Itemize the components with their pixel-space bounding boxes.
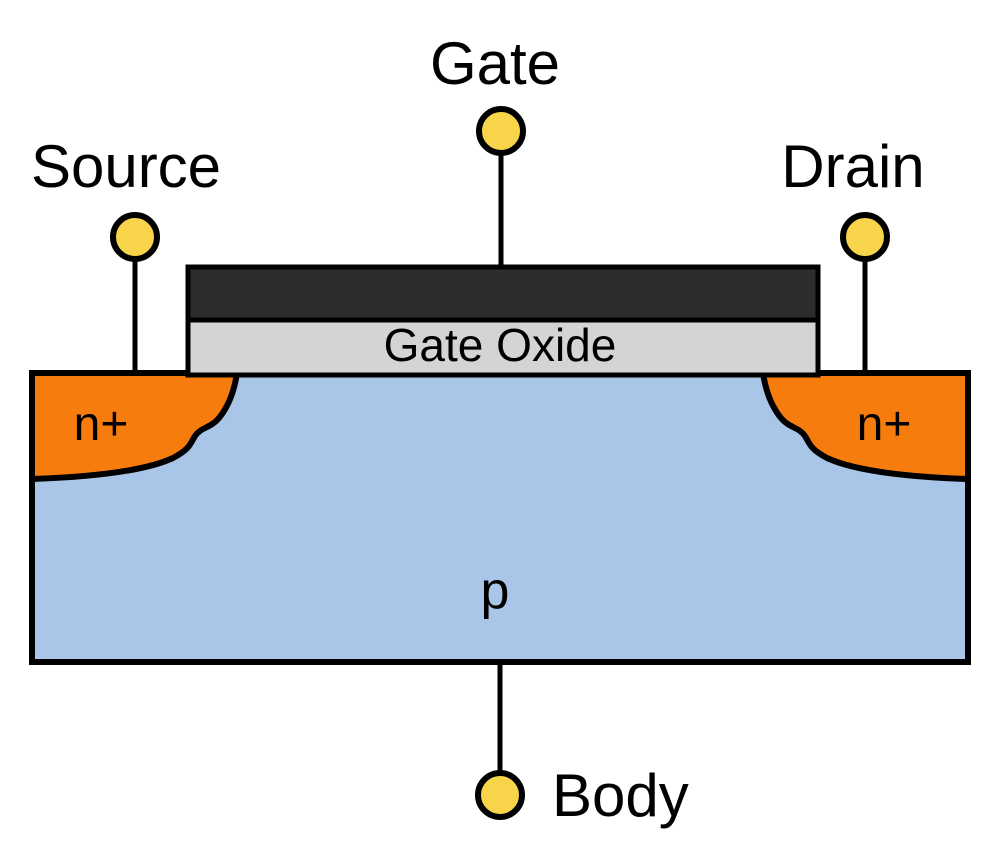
gate-terminal	[476, 106, 526, 156]
body-terminal	[475, 770, 525, 820]
source-terminal	[110, 212, 160, 262]
body-label: Body	[552, 762, 689, 829]
drain-terminal	[840, 212, 890, 262]
n-plus-drain-label: n+	[857, 398, 912, 451]
drain-label: Drain	[781, 133, 924, 200]
source-label: Source	[31, 133, 221, 200]
n-plus-source-label: n+	[74, 398, 129, 451]
n-plus-source-region	[29, 370, 241, 483]
gate-electrode	[185, 264, 821, 323]
n-plus-drain-region	[759, 370, 971, 483]
gate-oxide-label: Gate Oxide	[384, 319, 617, 371]
gate-oxide-layer	[185, 317, 821, 378]
p-substrate-label: p	[481, 562, 510, 620]
gate-label: Gate	[430, 30, 560, 97]
